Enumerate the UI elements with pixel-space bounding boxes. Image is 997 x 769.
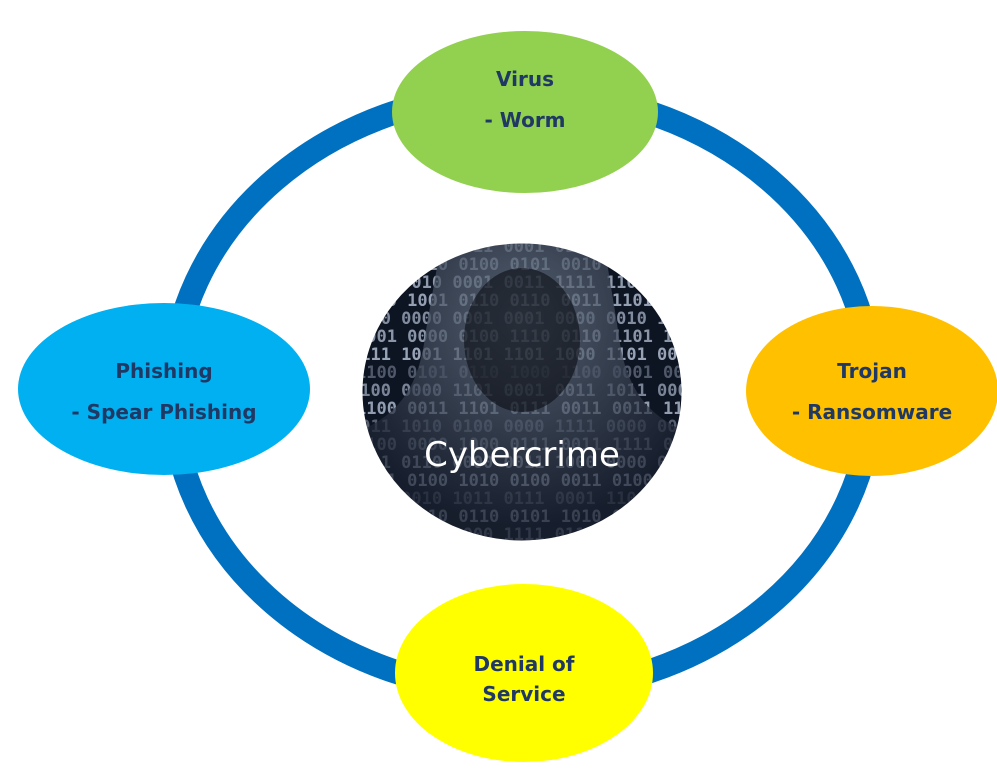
node-virus-line-1: Virus	[496, 67, 554, 91]
node-virus-shape	[392, 31, 658, 193]
node-dos-shape	[395, 584, 653, 762]
node-trojan: Trojan - Ransomware	[746, 306, 997, 476]
node-dos-line-2: Service	[482, 682, 565, 706]
node-trojan-line-1: Trojan	[837, 359, 907, 383]
node-phishing-line-1: Phishing	[115, 359, 212, 383]
face-shadow	[464, 268, 580, 412]
node-virus-line-2: - Worm	[484, 108, 565, 132]
node-phishing-shape	[18, 303, 310, 475]
center-label: Cybercrime	[424, 435, 620, 475]
node-dos-line-1: Denial of	[473, 652, 574, 676]
node-trojan-line-2: - Ransomware	[792, 400, 952, 424]
node-phishing: Phishing - Spear Phishing	[18, 303, 310, 475]
node-virus: Virus - Worm	[392, 31, 658, 193]
node-phishing-line-2: - Spear Phishing	[71, 400, 256, 424]
node-dos: Denial of Service	[395, 584, 653, 762]
node-trojan-shape	[746, 306, 997, 476]
